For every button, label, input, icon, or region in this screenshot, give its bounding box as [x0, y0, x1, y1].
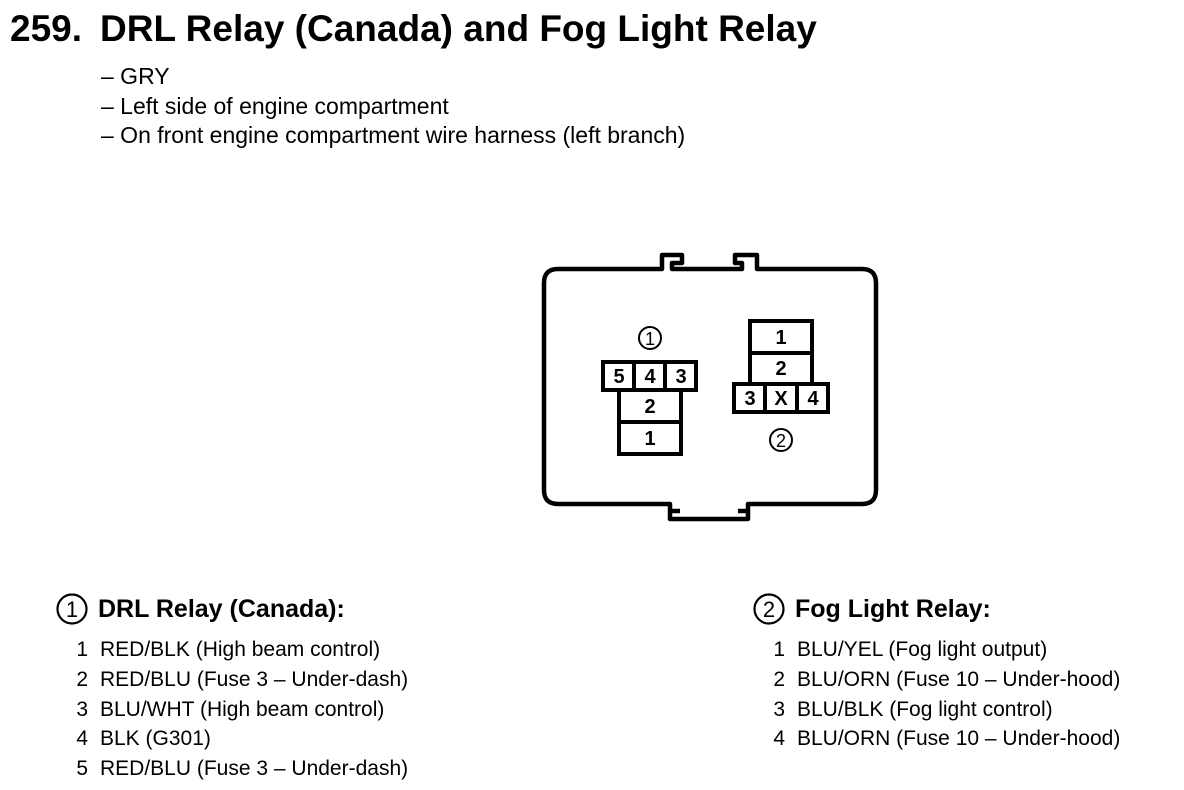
wire-description: BLU/ORN (Fuse 10 – Under-hood) [797, 727, 1121, 751]
fog-connector: 1 2 3 X 4 2 [732, 319, 830, 452]
fog-marker-label: 2 [776, 431, 786, 451]
drl-pin-5: 5 [613, 366, 624, 388]
list-item: 4 BLK (G301) [55, 724, 408, 754]
legend-drl-marker-label: 1 [66, 597, 78, 622]
pin-number: 2 [773, 667, 785, 691]
drl-pin-1: 1 [644, 428, 655, 450]
legend-fog-title: Fog Light Relay: [795, 594, 991, 623]
note-color: – GRY [101, 63, 170, 89]
fog-pin-3: 3 [744, 388, 755, 410]
wire-description: RED/BLU (Fuse 3 – Under-dash) [100, 667, 409, 691]
notes-list: – GRY – Left side of engine compartment … [101, 62, 685, 151]
fog-pin-4: 4 [807, 388, 819, 410]
pin-number: 3 [773, 697, 785, 721]
page-title: 259. DRL Relay (Canada) and Fog Light Rel… [10, 8, 817, 50]
section-title: DRL Relay (Canada) and Fog Light Relay [100, 8, 817, 49]
drl-marker: 1 [638, 326, 662, 350]
wire-description: RED/BLU (Fuse 3 – Under-dash) [100, 757, 409, 781]
list-item: 1 BLU/YEL (Fog light output) [752, 635, 1120, 665]
list-item: 4 BLU/ORN (Fuse 10 – Under-hood) [752, 724, 1120, 754]
wire-description: BLU/BLK (Fog light control) [797, 697, 1053, 721]
list-item: 2 RED/BLU (Fuse 3 – Under-dash) [55, 665, 408, 695]
drl-pin-4: 4 [644, 366, 656, 388]
fog-pin-x: X [774, 388, 788, 410]
legend-fog-marker: 2 [753, 593, 785, 625]
note-harness: – On front engine compartment wire harne… [101, 122, 686, 148]
wire-description: BLU/WHT (High beam control) [100, 697, 385, 721]
drl-marker-label: 1 [645, 329, 655, 349]
pin-number: 4 [76, 727, 88, 751]
pin-number: 3 [76, 697, 88, 721]
wire-description: RED/BLK (High beam control) [100, 638, 381, 661]
legend-drl-marker: 1 [56, 593, 88, 625]
list-item: 5 RED/BLU (Fuse 3 – Under-dash) [55, 754, 408, 784]
fog-marker: 2 [769, 428, 793, 452]
list-item: 2 BLU/ORN (Fuse 10 – Under-hood) [752, 665, 1120, 695]
pin-number: 1 [76, 638, 88, 661]
legend-fog-marker-label: 2 [763, 597, 775, 622]
wire-description: BLU/YEL (Fog light output) [797, 638, 1048, 661]
fog-pin-1: 1 [775, 327, 786, 349]
legend-fog-light-relay: 2 Fog Light Relay: 1 BLU/YEL (Fog light o… [752, 590, 1120, 754]
pin-number: 2 [76, 667, 88, 691]
list-item: 3 BLU/WHT (High beam control) [55, 695, 408, 725]
wire-description: BLK (G301) [100, 727, 211, 751]
section-number: 259. [10, 8, 83, 49]
pin-number: 4 [773, 727, 785, 751]
wire-description: BLU/ORN (Fuse 10 – Under-hood) [797, 667, 1121, 691]
pin-number: 5 [76, 757, 88, 781]
legend-drl-title: DRL Relay (Canada): [98, 594, 345, 623]
connector-housing-outline [541, 252, 879, 522]
list-item: 3 BLU/BLK (Fog light control) [752, 695, 1120, 725]
drl-pin-3: 3 [675, 366, 686, 388]
fog-pin-2: 2 [775, 358, 786, 380]
pin-number: 1 [773, 638, 785, 661]
drl-connector: 1 5 4 3 2 1 [601, 326, 698, 456]
drl-pin-2: 2 [644, 396, 655, 418]
list-item: 1 RED/BLK (High beam control) [55, 635, 408, 665]
note-location: – Left side of engine compartment [101, 92, 449, 119]
